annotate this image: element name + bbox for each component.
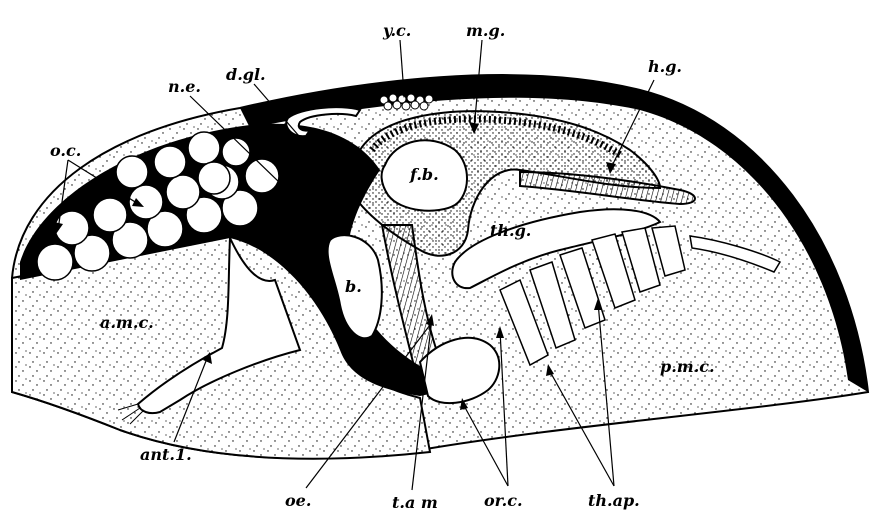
label-brain: b. xyxy=(345,277,362,296)
label-compound-eye: o.c. xyxy=(50,141,81,160)
label-midgut: m.g. xyxy=(466,21,505,40)
label-hind-gut: h.g. xyxy=(648,57,682,76)
label-fat-body: f.b. xyxy=(409,165,439,184)
label-oesophagus: oe. xyxy=(285,491,311,510)
label-antenna-1: ant.1. xyxy=(140,445,192,464)
label-thoracic-appendages: th.ap. xyxy=(588,491,640,510)
label-naupliar-eye: n.e. xyxy=(168,77,201,96)
label-yolk-cells: y.c. xyxy=(382,21,411,40)
label-oral-cone: or.c. xyxy=(484,491,523,510)
label-posterior-mantle-cavity: p.m.c. xyxy=(660,357,715,376)
label-tam: t.a m xyxy=(392,493,438,512)
label-anterior-mantle-cavity: a.m.c. xyxy=(100,313,154,332)
label-dorsal-gland: d.gl. xyxy=(226,65,266,84)
label-thoracic-ganglion: th.g. xyxy=(490,221,531,240)
